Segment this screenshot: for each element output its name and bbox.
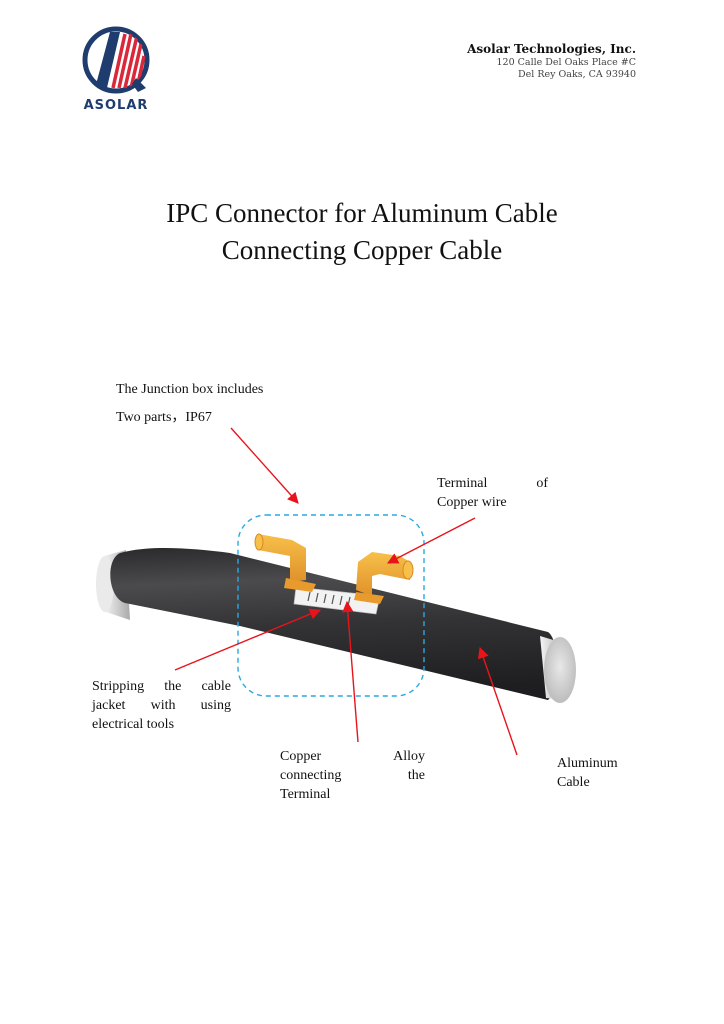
logo-text: ASOLAR (83, 98, 149, 113)
alloy-word: connecting (280, 768, 342, 783)
terminal-copper-label: Terminal of Copper wire (437, 474, 548, 512)
title-line-2: Connecting Copper Cable (221, 235, 503, 265)
alloy-word: Alloy (393, 749, 425, 764)
right-conductor (540, 636, 576, 703)
stripping-word: Stripping (92, 679, 145, 694)
junction-box-label-line-2: Two parts，IP67 (116, 410, 212, 425)
logo-mark-icon (82, 26, 150, 94)
stripping-word: jacket (92, 698, 126, 713)
address-line-2: Del Rey Oaks, CA 93940 (518, 69, 636, 80)
right-copper-terminal (354, 552, 414, 604)
aluminum-line-1: Aluminum (557, 756, 618, 771)
document-title: IPC Connector for Aluminum Cable Connect… (0, 195, 724, 269)
address-line-1: 120 Calle Del Oaks Place #C (496, 57, 637, 68)
stripping-word: the (164, 679, 182, 694)
junction-box-outline (237, 514, 425, 697)
arrow-junction-box (230, 427, 299, 504)
alloy-line-3: Terminal (280, 787, 331, 802)
asolar-logo: ASOLAR (80, 26, 152, 118)
aluminum-line-2: Cable (557, 775, 590, 790)
cable-jacket (110, 548, 557, 700)
arrow-terminal-copper (387, 517, 476, 564)
terminal-copper-word-1: Terminal (437, 476, 488, 491)
junction-box-label-line-1: The Junction box includes (116, 382, 264, 397)
company-name: Asolar Technologies, Inc. (467, 42, 636, 56)
stripping-label: Stripping the cable jacket with using el… (92, 677, 231, 734)
title-line-1: IPC Connector for Aluminum Cable (166, 198, 558, 228)
alloy-terminal-label: Copper Alloy connecting the Terminal (280, 747, 425, 804)
stripping-word: using (200, 698, 231, 713)
arrow-stripping (174, 608, 322, 671)
arrow-aluminum-cable (478, 646, 518, 756)
terminal-copper-word-2: of (536, 476, 548, 491)
company-info: Asolar Technologies, Inc. 120 Calle Del … (467, 42, 636, 81)
stripping-word: with (150, 698, 176, 713)
terminal-copper-line-2: Copper wire (437, 495, 507, 510)
stripping-line-3: electrical tools (92, 717, 175, 732)
alloy-word: the (407, 768, 425, 783)
left-copper-terminal (254, 533, 316, 592)
stripping-word: cable (201, 679, 231, 694)
arrow-alloy-terminal (342, 600, 359, 743)
aluminum-cable-label: Aluminum Cable (557, 754, 618, 792)
alloy-word: Copper (280, 749, 322, 764)
